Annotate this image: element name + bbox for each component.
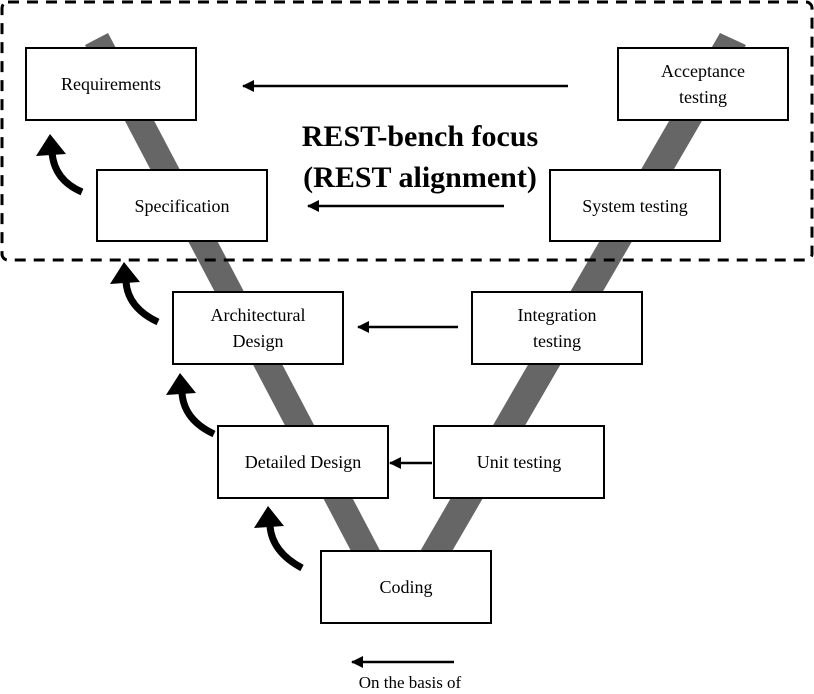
label-architectural-line1: Architectural (210, 305, 306, 325)
box-unit-testing: Unit testing (433, 425, 605, 499)
focus-title-line1: REST-bench focus (301, 120, 539, 153)
label-acceptance-testing: Acceptance testing (661, 58, 745, 110)
curved-arrow-arch-to-spec (110, 262, 160, 326)
box-architectural-design: Architectural Design (172, 291, 344, 365)
box-specification: Specification (96, 169, 268, 242)
focus-region-border (0, 0, 814, 262)
box-system-testing: System testing (549, 169, 721, 242)
curved-arrow-coding-to-detailed (254, 506, 304, 572)
focus-region-title: REST-bench focus (REST alignment) (260, 116, 580, 198)
label-coding: Coding (379, 577, 433, 597)
label-system-testing: System testing (582, 195, 688, 216)
box-integration-testing: Integration testing (471, 291, 643, 365)
curved-arrow-spec-to-req (36, 134, 84, 196)
label-acceptance-line2: testing (679, 87, 727, 107)
label-architectural-design: Architectural Design (211, 302, 306, 354)
label-integration-line2: testing (532, 331, 581, 351)
label-integration-line1: Integration (517, 305, 597, 325)
label-requirements: Requirements (61, 74, 161, 94)
legend-label: On the basis of (358, 673, 462, 692)
box-detailed-design: Detailed Design (217, 425, 389, 499)
label-unit-testing: Unit testing (476, 452, 562, 472)
focus-title-line2: (REST alignment) (303, 161, 537, 194)
box-acceptance-testing: Acceptance testing (617, 47, 789, 121)
label-specification: Specification (134, 195, 230, 216)
label-acceptance-line1: Acceptance (661, 61, 745, 81)
label-detailed-design: Detailed Design (244, 452, 362, 472)
curved-arrow-detailed-to-arch (166, 373, 216, 438)
label-architectural-line2: Design (232, 331, 284, 351)
box-requirements: Requirements (25, 47, 197, 121)
label-integration-testing: Integration testing (518, 302, 597, 354)
box-coding: Coding (320, 550, 492, 624)
